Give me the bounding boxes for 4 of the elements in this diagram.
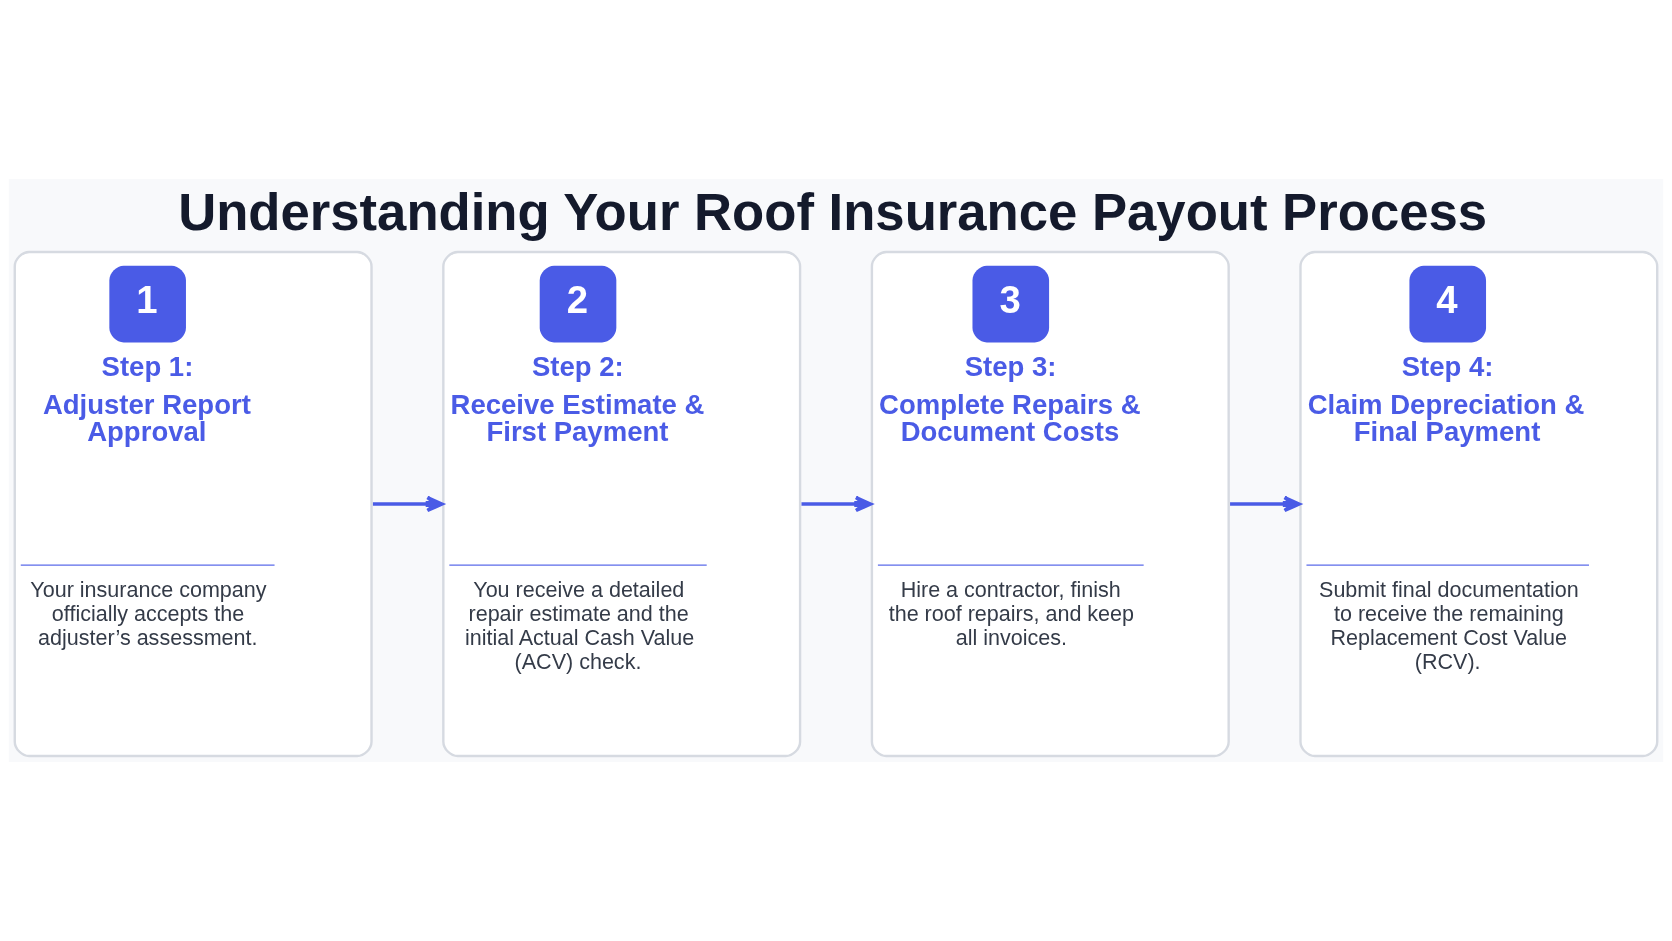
- arrow: [801, 495, 873, 513]
- diagram-title: Understanding Your Roof Insurance Payout Process: [178, 181, 1488, 241]
- arrow: [372, 495, 444, 513]
- arrow: [1230, 495, 1301, 513]
